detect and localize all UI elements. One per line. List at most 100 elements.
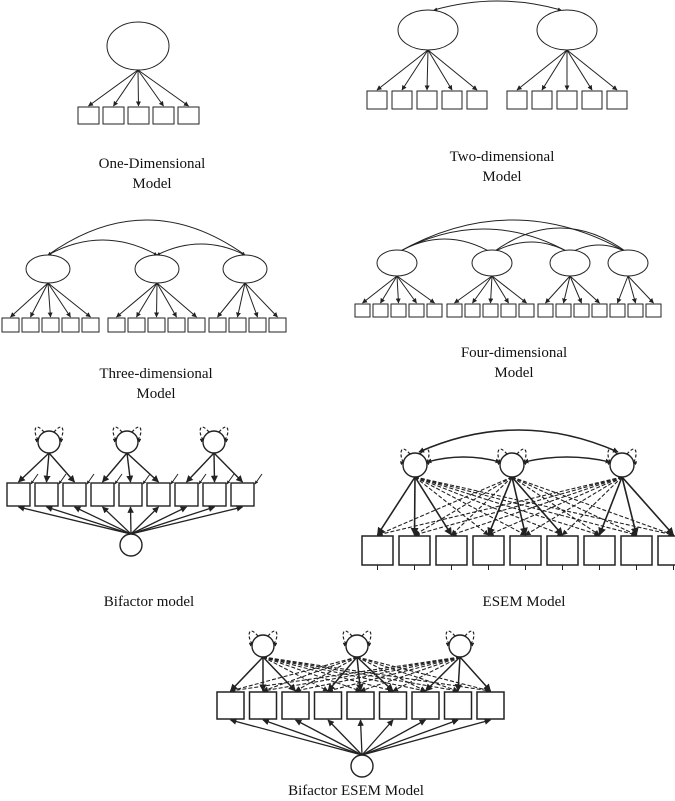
indicator-box [472,535,505,566]
indicator-box [591,303,608,318]
covariance-arc [433,0,562,11]
indicator-box [268,317,287,333]
loading-arrow [396,275,417,304]
indicator-box [518,303,535,318]
latent-factor-ellipse [536,9,598,51]
caption-line: Bifactor ESEM Model [288,783,424,799]
caption-line: ESEM Model [482,594,566,610]
general-factor-arrow [327,719,363,756]
general-factor-arrow [130,505,244,535]
covariance-arc [491,227,629,254]
indicator-box [167,317,186,333]
loading-arrow [566,49,618,91]
variance-loop-left [445,630,456,647]
caption-line: Bifactor model [103,594,195,610]
cross-loading-arrow [262,656,427,693]
cross-loading-arrow [525,476,623,536]
general-factor-arrow [357,719,364,756]
error-arrow [30,473,39,485]
general-factor-arrow [361,719,394,756]
cross-loading-arrow [262,656,362,692]
caption-line: Four-dimensional [460,345,568,361]
latent-factor-ellipse [607,249,649,277]
loading-arrow [43,452,51,483]
indicator-box [581,90,603,110]
covariance-arc [47,219,246,256]
cross-loading-arrow [356,656,492,693]
variance-loop-left [606,448,618,466]
loading-arrow [47,282,91,318]
variance-loop-left [342,630,353,647]
cross-loading-arrow [487,476,623,536]
latent-factor-ellipse [549,249,591,277]
cross-loading-arrow [229,656,461,693]
loading-arrow [362,275,398,304]
cross-loading-arrow [414,476,601,537]
caption-line: One-Dimensional [98,156,206,172]
loading-arrow [566,49,593,91]
loading-arrow [459,656,492,692]
loading-arrow [88,69,139,107]
loading-arrow [217,282,246,318]
loading-arrow [491,275,527,304]
cross-loading-arrow [262,656,394,693]
error-arrow [198,473,207,485]
three-dimensional-model-diagram [1,219,287,333]
loading-arrow [621,476,675,536]
indicator-box [390,303,407,318]
loading-arrow [569,275,583,304]
loading-arrow [616,275,629,304]
latent-factor-ellipse [134,254,180,284]
cross-loading-arrow [511,476,675,536]
covariance-arc [491,241,571,254]
indicator-box [61,317,80,333]
latent-factor-ellipse [202,430,226,454]
error-arrow [170,473,179,485]
indicator-box [657,535,675,566]
latent-factor-ellipse [345,634,369,658]
indicator-box [146,482,171,507]
loading-arrow [229,656,264,692]
variance-loop-left [34,426,45,443]
loading-arrow [621,476,639,536]
cross-loading-arrow [414,476,638,537]
indicator-box [230,482,255,507]
indicator-box [583,535,616,566]
caption-three-dimensional: Three-dimensional Model [99,364,212,404]
variance-loop-right [218,426,229,443]
loading-arrow [427,49,478,91]
indicator-box [346,691,375,720]
caption-one-dimensional: One-Dimensional Model [99,154,206,194]
indicator-box [466,90,488,110]
latent-factor-ellipse [251,634,275,658]
general-factor-arrow [130,506,188,535]
cross-loading-arrow [414,476,526,536]
loading-arrow [48,452,76,483]
cross-loading-arrow [262,656,461,693]
error-arrow [226,473,235,485]
loading-arrow [156,282,177,318]
variance-loop-right [419,448,431,466]
indicator-box [509,535,542,566]
loading-arrow [213,452,243,483]
one-dimensional-model-diagram [77,21,200,125]
loading-arrow [487,476,513,536]
latent-factor-ellipse [499,452,525,478]
general-factor-arrow [262,718,363,756]
loading-arrow [156,282,197,318]
indicator-box [1,317,20,333]
indicator-box [202,482,227,507]
indicator-box [464,303,481,318]
cross-loading-arrow [451,476,513,536]
cross-loading-arrow [294,656,461,693]
indicator-box [248,691,278,720]
latent-factor-ellipse [471,249,513,277]
caption-line: Model [494,365,534,381]
caption-line: Model [482,169,522,185]
variance-loop-right [464,630,475,647]
cross-loading-arrow [376,476,513,536]
esem-model-diagram [361,429,675,570]
latent-factor-ellipse [115,430,139,454]
loading-arrow [47,282,53,318]
loading-arrow [424,49,430,91]
